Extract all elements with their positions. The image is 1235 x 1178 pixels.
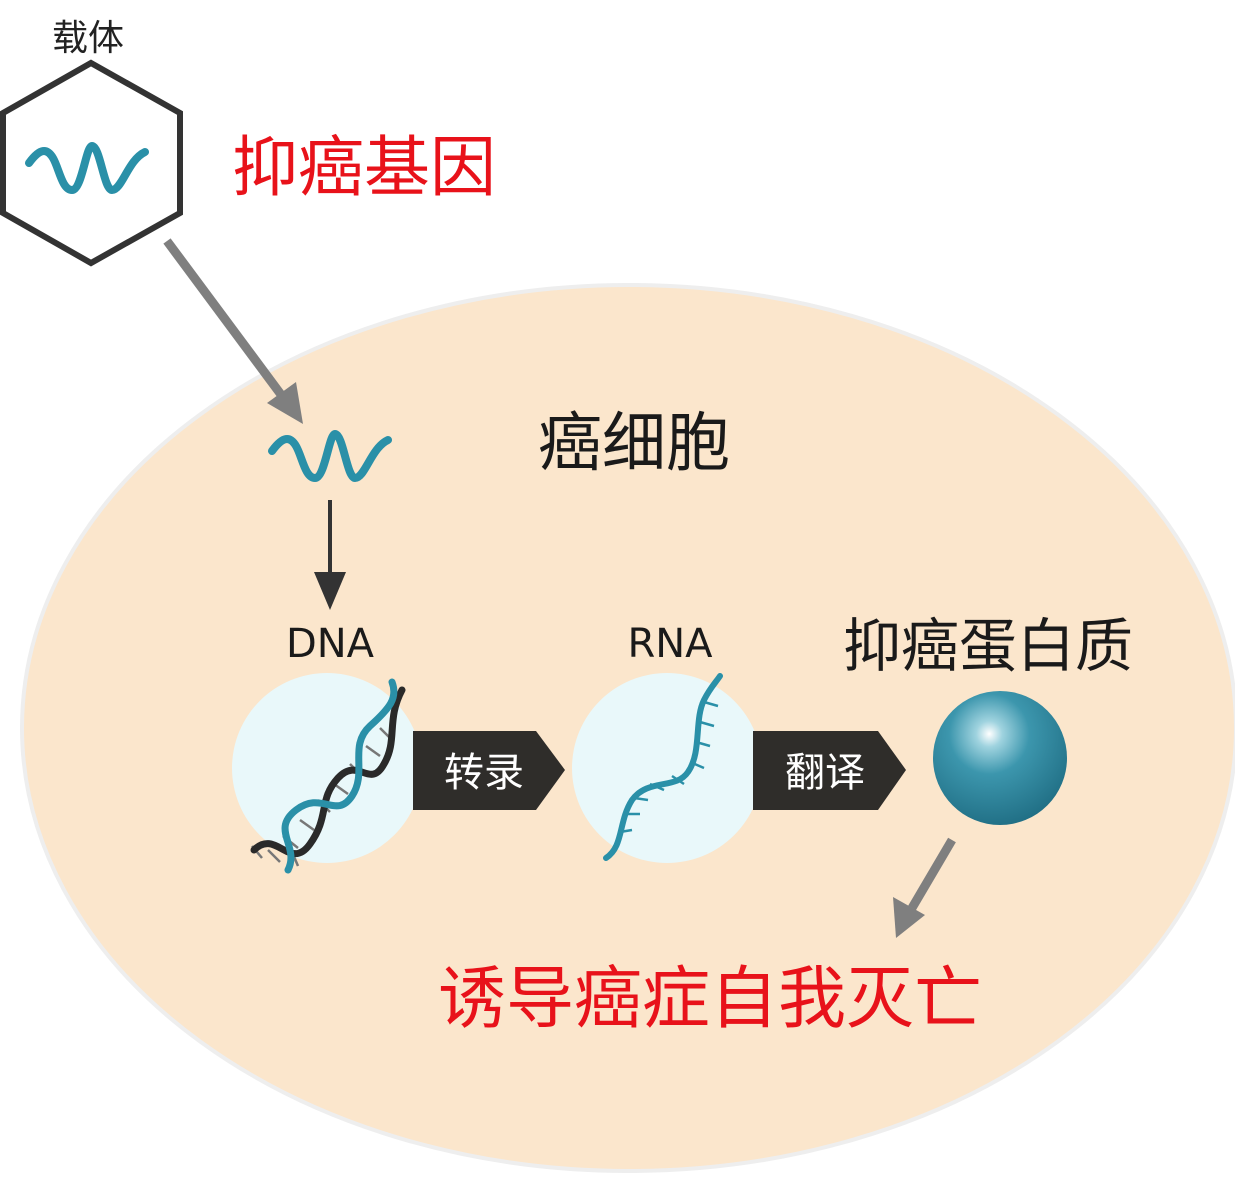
protein-sphere-icon bbox=[933, 691, 1067, 825]
dna-double-helix-icon bbox=[250, 678, 406, 874]
transcription-arrow bbox=[413, 731, 565, 810]
dna-label: DNA bbox=[286, 621, 375, 667]
rna-label: RNA bbox=[627, 621, 713, 667]
induce-apoptosis-label: 诱导癌症自我灭亡 bbox=[438, 960, 982, 1039]
gene-to-dna-arrow bbox=[314, 500, 346, 610]
cancer-cell-label: 癌细胞 bbox=[538, 407, 730, 481]
rna-single-strand-icon bbox=[603, 673, 723, 861]
hexagon-vector-icon bbox=[0, 59, 183, 267]
wave-gene-icon bbox=[25, 141, 149, 195]
translation-arrow bbox=[753, 731, 906, 810]
translation-label: 翻译 bbox=[785, 750, 865, 796]
vector-to-cell-arrow bbox=[163, 238, 303, 424]
protein-to-apoptosis-arrow bbox=[893, 837, 956, 938]
vector-label: 载体 bbox=[52, 18, 124, 59]
tumor-suppressor-protein-label: 抑癌蛋白质 bbox=[843, 612, 1133, 680]
transcription-label: 转录 bbox=[444, 750, 524, 796]
rna-nucleus-circle bbox=[572, 673, 762, 863]
tumor-suppressor-gene-label: 抑癌基因 bbox=[232, 129, 496, 206]
wave-gene-icon bbox=[268, 429, 392, 483]
